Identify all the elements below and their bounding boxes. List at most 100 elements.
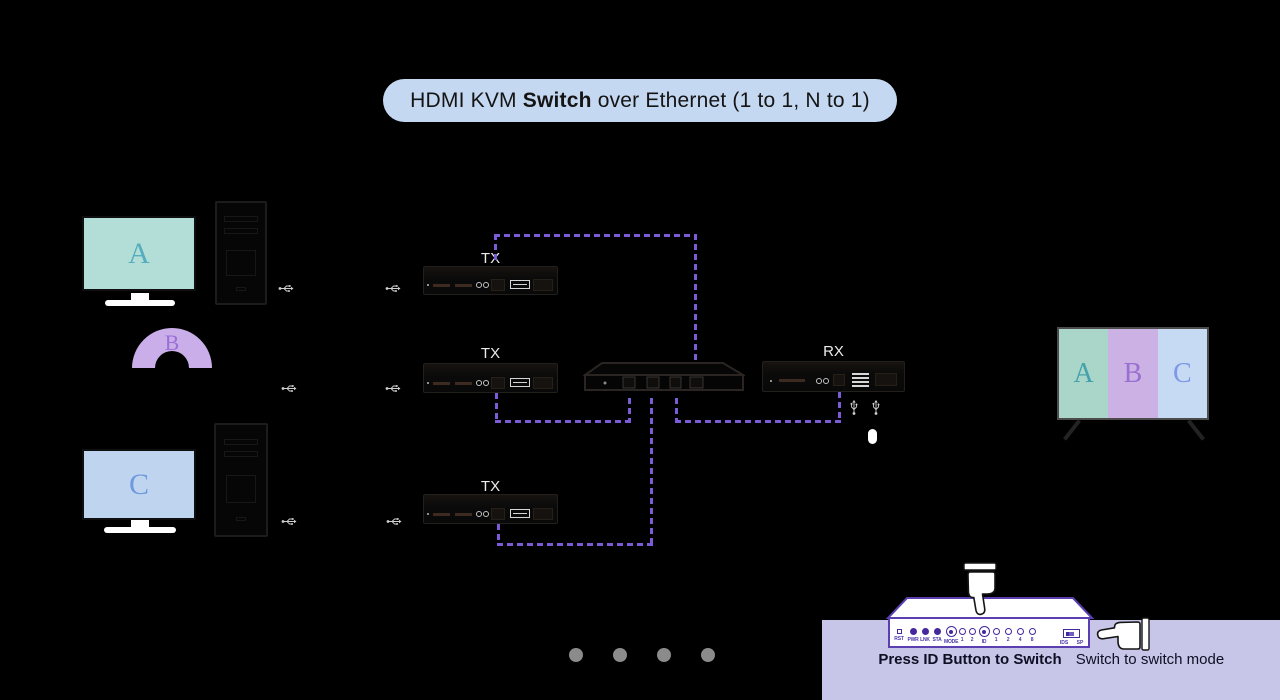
control-label: 2 [1006,637,1010,643]
hdmi-port [875,373,897,386]
connection-line [495,393,498,422]
panel-control: ID [977,624,991,645]
led-indicator [483,511,489,517]
led-indicator [476,511,482,517]
panel-control: RST [892,624,906,642]
power-led [427,382,429,384]
usb-port [491,377,505,389]
hdmi-port [533,508,553,520]
control-label: 4 [1018,637,1022,643]
usb-icon [385,385,401,392]
panel-control: 2 [965,624,979,643]
disc-icon [132,328,212,368]
source-monitor-c: C [82,449,196,520]
vent-slot [455,513,472,516]
monitor-stand [131,520,149,527]
status-led-icon [933,628,941,635]
control-label: 2 [970,637,974,643]
connection-line [694,234,697,364]
switch-front-panel: RST PWR LNK STA MODE 1 2 ID 1 2 4 8 IDS … [888,617,1090,648]
mouse-icon [868,429,877,444]
rx-label: RX [823,343,844,360]
tx-label: TX [480,345,501,362]
hand-press-icon [963,562,997,616]
monitor-leg [1187,419,1205,441]
mode-slide-switch [1063,629,1080,638]
usb-icon [847,400,858,416]
usb-icon [869,400,880,416]
control-label: 1 [960,637,964,643]
led-icon [1004,628,1012,635]
usb-icon [385,285,401,292]
vent-slot [455,284,472,287]
ethernet-port [833,374,845,386]
connection-line [494,234,497,264]
source-b-label: B [164,330,180,355]
carousel-dot[interactable] [569,648,583,662]
control-label: PWR [907,637,919,643]
caption-switch-mode: Switch to switch mode [1075,651,1225,668]
output-segment-a: A [1059,329,1109,418]
led-indicator [823,378,829,384]
monitor-leg [1063,419,1081,441]
usb-port [491,508,505,520]
panel-control: 8 [1025,624,1039,643]
carousel-dot[interactable] [701,648,715,662]
output-monitor: A B C [1057,327,1209,420]
tx-device [423,266,558,295]
control-label: 1 [994,637,998,643]
led-indicator [476,380,482,386]
monitor-base [105,300,175,306]
mode-button-icon [945,626,957,637]
id-button-icon [978,626,990,637]
panel-control: LNK [918,624,932,643]
panel-control: 1 [955,624,969,643]
connection-line [495,420,631,423]
connection-line [494,234,697,237]
panel-control: 2 [1001,624,1015,643]
source-monitor-a: A [82,216,196,291]
link-led-icon [921,628,929,635]
carousel-dot[interactable] [657,648,671,662]
title-pill: HDMI KVM Switch over Ethernet (1 to 1, N… [383,79,897,122]
carousel-dot[interactable] [613,648,627,662]
connection-line [675,420,841,423]
usb-icon [281,518,297,525]
control-label: RST [894,636,904,642]
vent-grille [852,373,869,375]
control-label: MODE [944,639,959,645]
connection-line [497,543,653,546]
panel-control: 1 [989,624,1003,643]
monitor-base [104,527,176,533]
led-icon [1028,628,1036,635]
hdmi-port [533,279,553,291]
led-indicator [476,282,482,288]
panel-control: MODE [944,624,958,645]
title-text: HDMI KVM [410,88,523,112]
control-label: 8 [1030,637,1034,643]
slide-knob [1065,631,1074,636]
control-label: ID [981,639,987,645]
usb-icon [281,385,297,392]
ethernet-port [510,378,530,387]
switch-top-face [886,597,1094,619]
connection-line [497,524,500,546]
vent-slot [779,379,805,382]
power-led [770,380,772,382]
tx-device [423,363,558,393]
power-led [427,513,429,515]
output-segment-b: B [1108,329,1158,418]
power-led [427,284,429,286]
control-label: STA [932,637,942,643]
usb-icon [386,518,402,525]
vent-grille [852,385,869,387]
rx-device [762,361,905,392]
monitor-stand [131,293,149,300]
connection-line [675,398,678,423]
led-icon [968,628,976,635]
hand-point-icon [1092,612,1150,654]
vent-slot [455,382,472,385]
tx-label: TX [480,478,501,495]
slide-label: IDS [1059,640,1069,646]
